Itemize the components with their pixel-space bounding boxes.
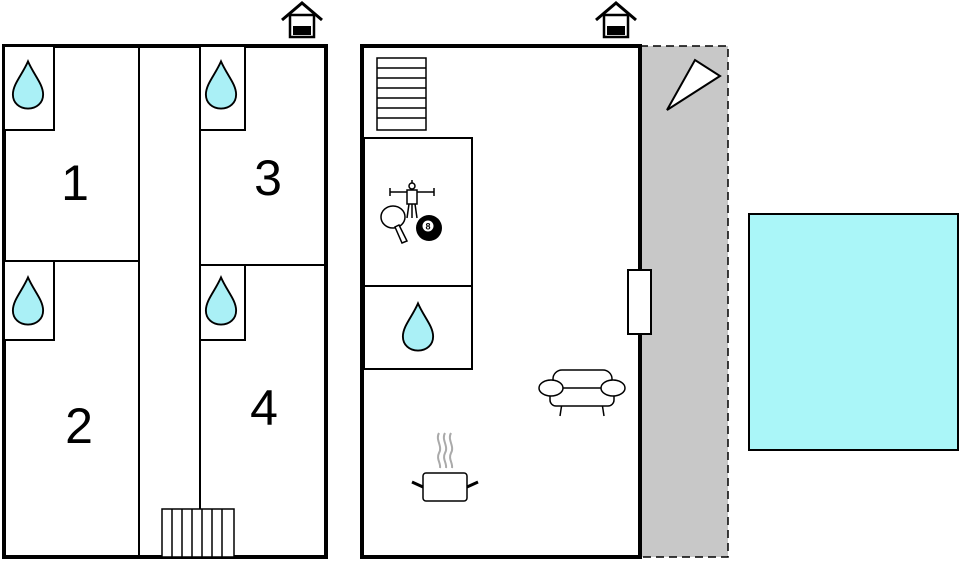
- room-number-4: 4: [250, 380, 278, 436]
- table-football-icon: [389, 180, 435, 219]
- bathroom-room-2: [3, 260, 55, 341]
- terrace-door: [627, 269, 652, 335]
- bathroom-room-1: [3, 45, 55, 131]
- stairs-icon: [376, 57, 427, 131]
- bathroom-room-3: [199, 45, 246, 131]
- upper-floor-outline: [2, 44, 328, 559]
- bathroom-ground-floor: [363, 285, 473, 370]
- ground-floor-outline: [360, 44, 642, 559]
- swimming-pool: [748, 213, 959, 451]
- room-number-1: 1: [61, 155, 89, 211]
- sun-lounger-icon: [666, 58, 722, 111]
- room-number-3: 3: [254, 150, 282, 206]
- billiard-ball-icon: 8: [416, 215, 442, 241]
- house-icon: [594, 1, 638, 39]
- room-number-2: 2: [65, 398, 93, 454]
- ground-floor: 8: [360, 1, 729, 559]
- games-room: [363, 137, 473, 287]
- upper-floor: 1 2 3 4: [2, 1, 328, 559]
- bathroom-room-4: [199, 264, 246, 341]
- table-tennis-icon: [380, 205, 409, 244]
- stairs-icon: [161, 508, 235, 558]
- svg-text:8: 8: [425, 222, 430, 232]
- sofa-icon: [538, 369, 626, 417]
- house-icon: [280, 1, 324, 39]
- cooking-pot-icon: [411, 432, 479, 502]
- terrace: [639, 45, 729, 558]
